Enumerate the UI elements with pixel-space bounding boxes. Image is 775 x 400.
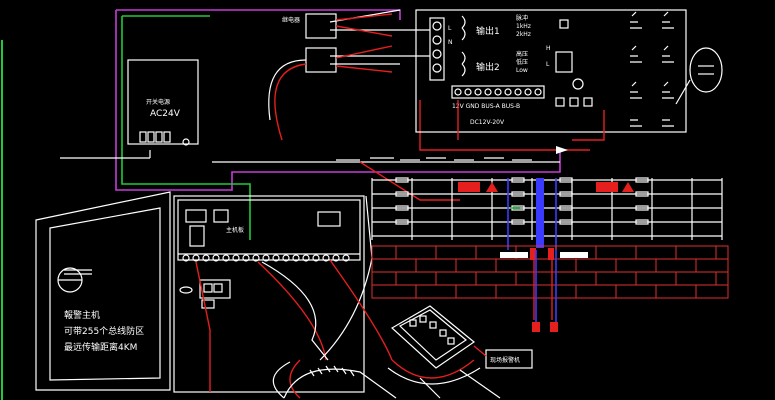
board-to-fence-wiring bbox=[359, 100, 605, 201]
field-device-label: 现场报警机 bbox=[490, 356, 520, 364]
warning-triangle-left bbox=[486, 182, 498, 192]
svg-text:Low: Low bbox=[516, 67, 528, 74]
svg-text:DC12V-20V: DC12V-20V bbox=[470, 119, 505, 126]
svg-text:低压: 低压 bbox=[516, 58, 528, 66]
svg-text:继电器: 继电器 bbox=[282, 16, 300, 24]
cable-coil bbox=[283, 365, 397, 399]
ground-terminals bbox=[532, 250, 558, 332]
svg-text:L: L bbox=[546, 61, 550, 68]
alarm-host-enclosure: 主机板 bbox=[173, 195, 365, 393]
fence-output-2: 输出2 bbox=[476, 61, 500, 73]
enclosure-cables bbox=[195, 195, 393, 399]
panel-text-line1: 報警主机 bbox=[64, 309, 100, 321]
svg-text:H: H bbox=[546, 45, 551, 52]
fence-output-1: 输出1 bbox=[476, 25, 500, 37]
svg-text:高压: 高压 bbox=[516, 50, 528, 58]
relay-modules: 继电器 bbox=[268, 9, 430, 141]
alarm-speaker bbox=[675, 47, 723, 105]
svg-text:开关电源: 开关电源 bbox=[146, 98, 170, 106]
panel-text-line3: 最远传输距离4KM bbox=[64, 341, 137, 353]
field-alarm-device: 现场报警机 bbox=[387, 305, 533, 399]
svg-text:主机板: 主机板 bbox=[226, 226, 244, 234]
svg-text:12V GND BUS-A BUS-B: 12V GND BUS-A BUS-B bbox=[452, 103, 520, 110]
alarm-panel-door: 報警主机 可带255个总线防区 最远传输距离4KM bbox=[35, 191, 171, 391]
brick-wall bbox=[371, 245, 729, 299]
svg-text:L: L bbox=[448, 25, 452, 32]
fence-center-column bbox=[536, 178, 544, 248]
power-supply: 开关电源 AC24V bbox=[127, 59, 199, 146]
warning-sign-right bbox=[596, 182, 618, 192]
outer-wiring bbox=[60, 9, 590, 240]
power-supply-label: AC24V bbox=[150, 109, 181, 119]
controller-board: L N 输出1 输出2 脉冲 1kHz 2kHz 高压 低压 Low H L 1… bbox=[415, 9, 687, 133]
electric-fence bbox=[336, 157, 723, 250]
svg-text:N: N bbox=[448, 39, 453, 46]
warning-triangle-right bbox=[622, 182, 634, 192]
svg-text:2kHz: 2kHz bbox=[516, 31, 531, 38]
svg-text:脉冲: 脉冲 bbox=[516, 14, 528, 22]
svg-text:1kHz: 1kHz bbox=[516, 23, 531, 30]
panel-text-line2: 可带255个总线防区 bbox=[64, 325, 144, 337]
warning-sign-left bbox=[458, 182, 480, 192]
